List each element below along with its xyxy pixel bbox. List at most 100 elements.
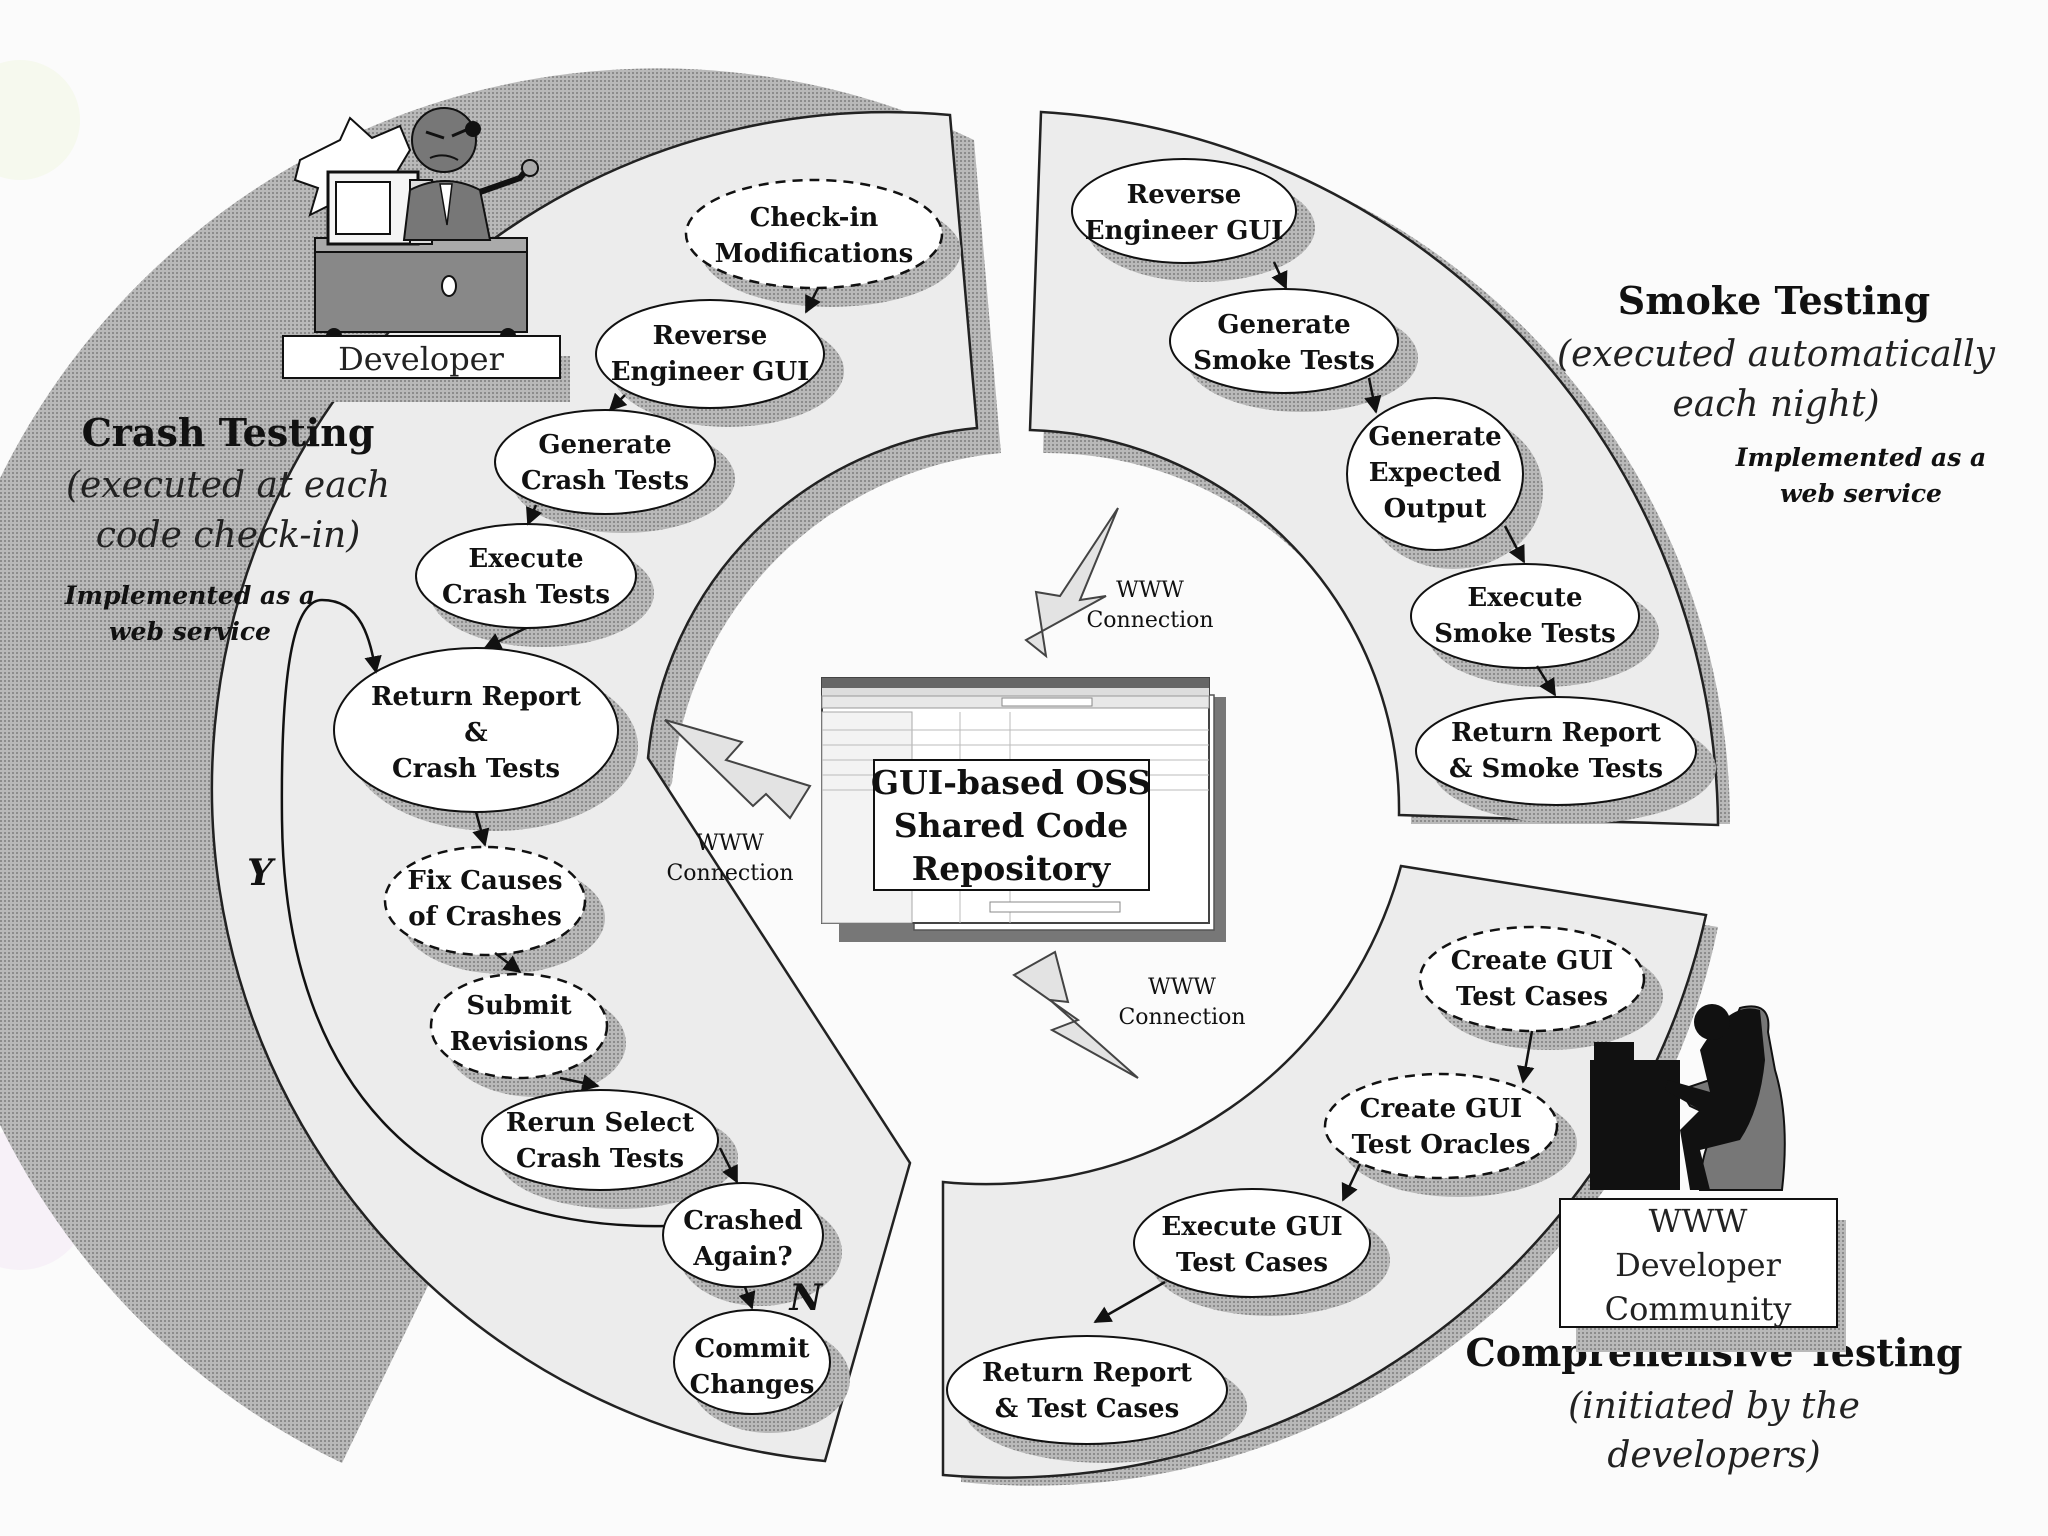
svg-text:Test Cases: Test Cases [1456,982,1608,1012]
svg-text:Smoke Tests: Smoke Tests [1434,619,1615,649]
svg-text:Check-in: Check-in [750,203,879,233]
svg-text:(executed automatically: (executed automatically [1557,334,1996,375]
svg-text:web service: web service [1780,479,1942,508]
smoke-testing-steps: Reverse Engineer GUI Generate Smoke Test… [1071,158,1716,824]
svg-text:Return Report: Return Report [982,1358,1192,1388]
svg-text:Crash Tests: Crash Tests [442,580,610,610]
svg-text:Repository: Repository [912,849,1111,888]
svg-text:Developer: Developer [1615,1246,1782,1284]
comprehensive-testing-arrows [1093,1030,1535,1324]
svg-text:Engineer GUI: Engineer GUI [1085,216,1284,246]
step-fix-causes-of-crashes: Fix Causes of Crashes [383,845,605,974]
svg-text:Connection: Connection [1086,608,1213,633]
crash-testing-steps: Check-in Modifications Reverse Engineer … [333,178,961,1433]
svg-text:Crash Tests: Crash Tests [521,466,689,496]
svg-text:Shared Code: Shared Code [894,806,1129,845]
svg-text:Execute: Execute [468,544,583,574]
svg-text:Implemented as a: Implemented as a [1735,443,1986,472]
svg-text:Fix Causes: Fix Causes [407,866,562,896]
svg-text:each night): each night) [1673,384,1880,425]
step-return-report-test-cases: Return Report & Test Cases [946,1335,1247,1463]
svg-text:Submit: Submit [466,991,571,1021]
svg-text:WWW: WWW [1148,975,1216,1000]
svg-text:Smoke Testing: Smoke Testing [1618,278,1930,323]
no-label: N [789,1277,825,1319]
svg-text:Engineer GUI: Engineer GUI [611,357,810,387]
developer-label-box: Developer [282,335,570,402]
svg-text:Generate: Generate [538,430,671,460]
svg-text:Connection: Connection [1118,1005,1245,1030]
svg-text:Generate: Generate [1217,310,1350,340]
svg-text:Reverse: Reverse [653,321,768,351]
decision-crashed-again: Crashed Again? [662,1182,842,1306]
svg-text:GUI-based OSS: GUI-based OSS [871,763,1151,802]
step-reverse-engineer-gui-crash: Reverse Engineer GUI [595,299,844,427]
svg-text:Output: Output [1384,494,1487,524]
svg-text:Changes: Changes [690,1370,815,1400]
step-generate-smoke-tests: Generate Smoke Tests [1169,288,1418,412]
step-create-gui-test-cases: Create GUI Test Cases [1418,925,1663,1050]
svg-text:Execute GUI: Execute GUI [1161,1212,1342,1242]
svg-text:Expected: Expected [1369,458,1502,488]
comprehensive-testing-header: Comprehensive Testing (initiated by the … [1466,1330,1963,1476]
svg-text:(initiated by the: (initiated by the [1568,1386,1860,1427]
svg-text:Test Oracles: Test Oracles [1352,1130,1531,1160]
svg-text:Execute: Execute [1467,583,1582,613]
step-generate-crash-tests: Generate Crash Tests [494,409,735,533]
svg-text:& Smoke Tests: & Smoke Tests [1449,754,1663,784]
svg-text:&: & [464,718,487,748]
svg-text:code check-in): code check-in) [96,515,361,556]
svg-text:Return Report: Return Report [1451,718,1661,748]
step-return-report-crash-tests: Return Report & Crash Tests [333,647,638,831]
svg-text:Crash Testing: Crash Testing [82,410,375,455]
svg-text:Crashed: Crashed [683,1206,803,1236]
smoke-testing-header: Smoke Testing (executed automatically ea… [1557,278,1996,508]
svg-text:(executed at each: (executed at each [66,465,390,506]
svg-text:WWW: WWW [1649,1202,1748,1240]
developer-illustration [293,107,539,344]
step-reverse-engineer-gui-smoke: Reverse Engineer GUI [1071,158,1315,282]
svg-text:Create GUI: Create GUI [1451,946,1613,976]
svg-text:WWW: WWW [1116,578,1184,603]
lightning-connection-top: WWW Connection [1024,507,1214,659]
code-repository: GUI-based OSS Shared Code Repository [821,677,1226,942]
svg-text:WWW: WWW [696,831,764,856]
svg-text:Return Report: Return Report [371,682,581,712]
step-submit-revisions: Submit Revisions [429,972,626,1097]
svg-text:of Crashes: of Crashes [408,902,562,932]
svg-text:Create GUI: Create GUI [1360,1094,1522,1124]
step-execute-smoke-tests: Execute Smoke Tests [1410,563,1659,687]
svg-text:Implemented as a: Implemented as a [64,581,315,610]
crash-testing-arrows [280,287,821,1310]
smoke-testing-arrows [1271,261,1557,697]
svg-text:Rerun Select: Rerun Select [506,1108,694,1138]
svg-text:Community: Community [1605,1290,1792,1328]
step-commit-changes: Commit Changes [673,1309,850,1433]
svg-text:developers): developers) [1607,1435,1820,1476]
step-create-gui-test-oracles: Create GUI Test Oracles [1323,1072,1577,1197]
community-illustration [1590,1004,1786,1191]
svg-text:Modifications: Modifications [715,239,914,269]
svg-text:Test Cases: Test Cases [1176,1248,1328,1278]
lightning-connection-left: WWW Connection [664,719,812,886]
svg-text:web service: web service [109,617,271,646]
step-execute-crash-tests: Execute Crash Tests [415,523,654,647]
svg-text:Crash Tests: Crash Tests [392,754,560,784]
svg-text:Commit: Commit [695,1334,810,1364]
svg-text:Connection: Connection [666,861,793,886]
lightning-connection-bottom: WWW Connection [1012,950,1246,1079]
step-generate-expected-output: Generate Expected Output [1346,397,1543,569]
step-checkin-modifications: Check-in Modifications [684,178,961,307]
step-return-report-smoke-tests: Return Report & Smoke Tests [1415,696,1716,824]
svg-text:Crash Tests: Crash Tests [516,1144,684,1174]
step-rerun-select-crash-tests: Rerun Select Crash Tests [481,1089,738,1209]
svg-text:Revisions: Revisions [450,1027,589,1057]
yes-label: Y [247,852,276,894]
comprehensive-testing-steps: Create GUI Test Cases Create GUI Test Or… [946,925,1663,1463]
svg-text:Smoke Tests: Smoke Tests [1193,346,1374,376]
step-execute-gui-test-cases: Execute GUI Test Cases [1133,1188,1390,1316]
svg-text:Generate: Generate [1368,422,1501,452]
crash-testing-header: Crash Testing (executed at each code che… [64,410,390,646]
